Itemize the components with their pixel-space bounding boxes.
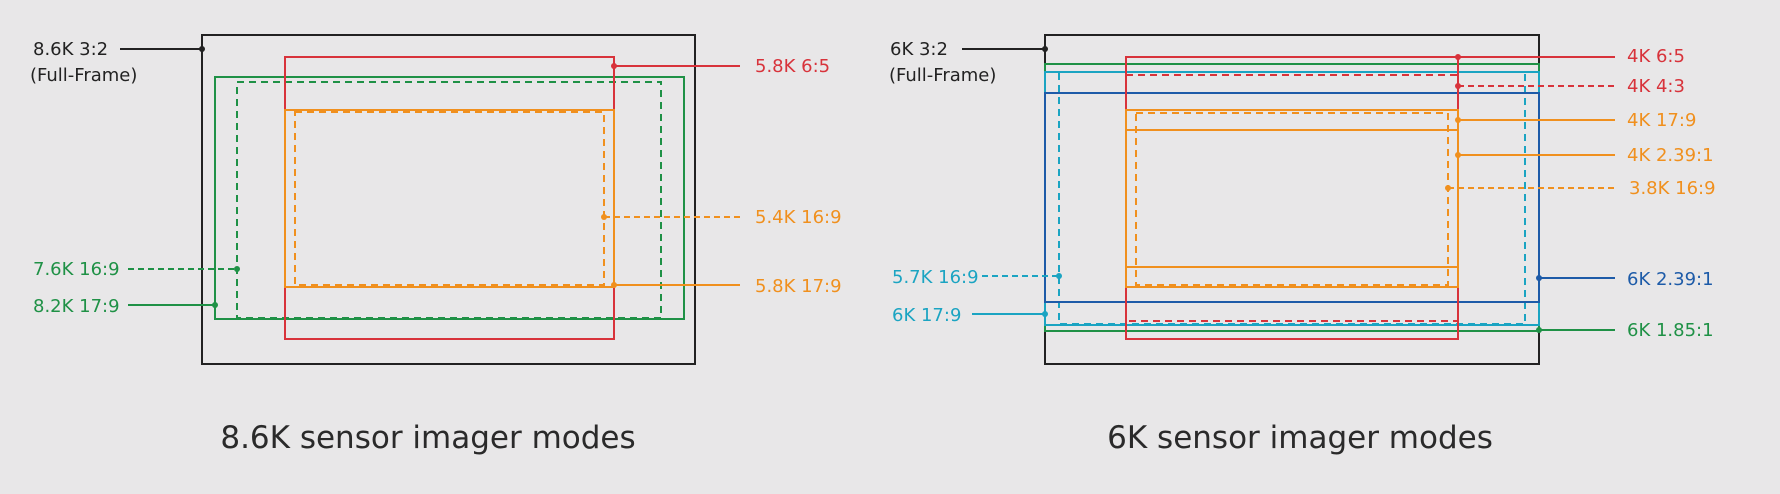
frame-58k-17-9 (284, 109, 615, 288)
label-4k-2-39-1: 4K 2.39:1 (1627, 145, 1714, 166)
frame-76k-16-9 (236, 81, 662, 319)
dot-4k-17-9 (1455, 117, 1461, 123)
label-6k-ff-line2: (Full-Frame) (889, 65, 996, 86)
dot-38k-16-9 (1445, 185, 1451, 191)
label-57k-16-9: 5.7K 16:9 (892, 267, 979, 288)
dot-6k-ff (1042, 46, 1048, 52)
label-82k-17-9: 8.2K 17:9 (33, 296, 120, 317)
label-6k-ff-line1: 6K 3:2 (890, 39, 948, 60)
frame-54k-16-9 (294, 111, 605, 286)
diagram-6k (962, 34, 1615, 365)
frame-38k-16-9 (1135, 112, 1449, 286)
label-6k-2-39-1: 6K 2.39:1 (1627, 269, 1714, 290)
dot-6k-17-9 (1042, 311, 1048, 317)
frame-86k-3-2-full-frame (201, 34, 696, 365)
dot-6k-1-85-1 (1536, 327, 1542, 333)
caption-86k: 8.6K sensor imager modes (220, 420, 635, 456)
label-58k-6-5: 5.8K 6:5 (755, 56, 830, 77)
label-86k-ff-line1: 8.6K 3:2 (33, 39, 108, 60)
label-86k-ff-line2: (Full-Frame) (30, 65, 137, 86)
label-4k-17-9: 4K 17:9 (1627, 110, 1696, 131)
label-6k-1-85-1: 6K 1.85:1 (1627, 320, 1714, 341)
dot-54k-16-9 (601, 214, 607, 220)
dot-4k-2-39-1 (1455, 152, 1461, 158)
frame-58k-6-5 (284, 56, 615, 340)
dot-58k-17-9 (611, 282, 617, 288)
dot-6k-2-39-1 (1536, 275, 1542, 281)
caption-6k: 6K sensor imager modes (1107, 420, 1493, 456)
dot-58k-6-5 (611, 63, 617, 69)
label-4k-4-3: 4K 4:3 (1627, 76, 1685, 97)
frame-4k-2-39-1 (1125, 129, 1459, 268)
dot-76k-16-9 (234, 266, 240, 272)
label-76k-16-9: 7.6K 16:9 (33, 259, 120, 280)
frame-4k-6-5 (1125, 56, 1459, 340)
dot-4k-6-5 (1455, 54, 1461, 60)
dot-82k-17-9 (212, 302, 218, 308)
label-54k-16-9: 5.4K 16:9 (755, 207, 842, 228)
dot-86k-ff (199, 46, 205, 52)
dot-4k-4-3 (1455, 83, 1461, 89)
label-58k-17-9: 5.8K 17:9 (755, 276, 842, 297)
dot-57k-16-9 (1056, 273, 1062, 279)
frame-6k-3-2-full-frame (1044, 34, 1540, 365)
label-6k-17-9: 6K 17:9 (892, 305, 961, 326)
frame-82k-17-9 (214, 76, 685, 320)
frame-6k-1-85-1 (1044, 63, 1540, 332)
label-4k-6-5: 4K 6:5 (1627, 46, 1685, 67)
frame-57k-16-9 (1058, 71, 1526, 325)
frame-4k-17-9 (1125, 109, 1459, 288)
frame-6k-2-39-1 (1044, 92, 1540, 303)
diagram-86k (120, 34, 740, 365)
label-38k-16-9: 3.8K 16:9 (1629, 178, 1716, 199)
